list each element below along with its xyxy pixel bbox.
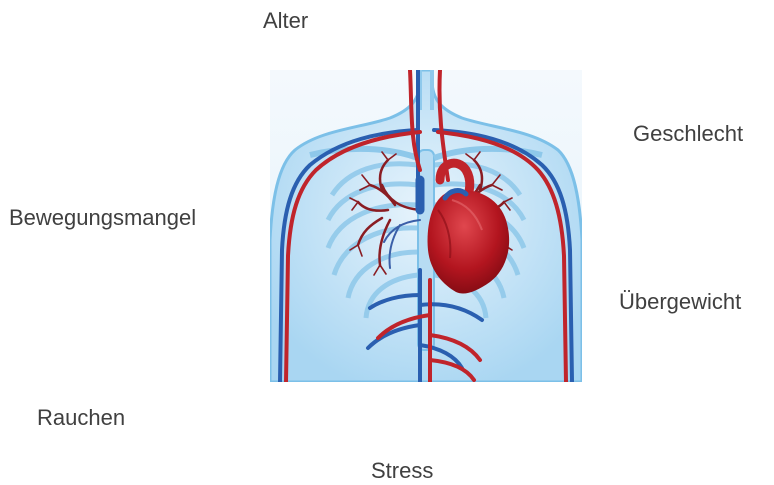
label-geschlecht: Geschlecht [633, 123, 743, 145]
label-stress: Stress [371, 460, 433, 482]
label-bewegungsmangel: Bewegungsmangel [9, 207, 196, 229]
label-rauchen: Rauchen [37, 407, 125, 429]
heart-circulatory-system-icon [270, 70, 582, 382]
label-alter: Alter [263, 10, 308, 32]
label-uebergewicht: Übergewicht [619, 291, 741, 313]
